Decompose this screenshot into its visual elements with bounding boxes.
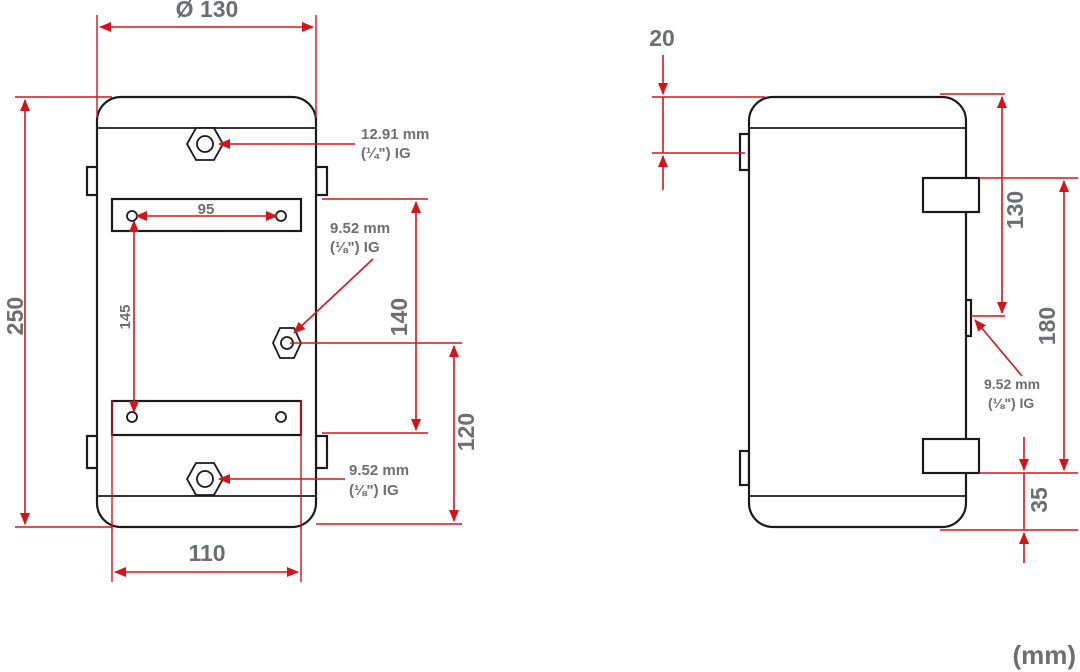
bottom-offset-label: 35 <box>1026 487 1052 513</box>
top-offset-label: 20 <box>649 25 675 51</box>
side-left-lower-tab <box>738 449 751 487</box>
bracket-hole <box>126 411 138 423</box>
bottom-port-size-label: 9.52 mm <box>349 462 409 479</box>
top-port-size-label: 12.91 mm <box>361 126 429 143</box>
bracket-spacing-vertical-label: 145 <box>117 304 134 329</box>
upper-bracket-height-label: 130 <box>1002 191 1028 229</box>
height-label: 250 <box>2 297 28 335</box>
bracket-spacing-label: 180 <box>1034 307 1060 345</box>
bottom-port-fitting <box>185 462 225 496</box>
bottom-port-thread-label: (⅛") IG <box>349 482 399 499</box>
side-lower-bracket <box>921 437 981 475</box>
side-port-thread-label: (⅛") IG <box>988 395 1034 411</box>
side-view: 20 130 180 35 9.52 mm (⅛") IG <box>649 25 1078 563</box>
top-port-fitting <box>185 127 225 161</box>
units-label: (mm) <box>1012 640 1076 670</box>
bottom-width-label: 110 <box>188 540 225 566</box>
top-port-thread-label: (¼") IG <box>361 145 411 162</box>
side-port-leader <box>974 319 1023 377</box>
side-port-size-label: 9.52 mm <box>330 220 390 237</box>
side-upper-bracket <box>921 176 981 214</box>
bracket-spacing-horizontal-label: 95 <box>198 201 215 218</box>
side-left-upper-tab <box>738 132 751 172</box>
right-upper-lug <box>314 165 329 197</box>
side-port-leader <box>293 258 374 334</box>
side-port-from-bottom-label: 120 <box>453 413 479 451</box>
side-tank-body <box>747 95 968 529</box>
side-port-size-label: 9.52 mm <box>984 376 1040 392</box>
lower-bracket <box>110 399 303 437</box>
right-lower-lug <box>314 434 329 470</box>
diameter-label: Ø 130 <box>176 0 239 22</box>
bracket-hole <box>126 210 138 222</box>
bracket-hole <box>275 210 287 222</box>
front-view: Ø 130 250 95 145 110 140 120 12.91 mm (¼… <box>2 0 479 582</box>
side-port-thread-label: (⅛") IG <box>330 239 380 256</box>
side-port-height-label: 140 <box>386 298 412 336</box>
bracket-hole <box>275 411 287 423</box>
